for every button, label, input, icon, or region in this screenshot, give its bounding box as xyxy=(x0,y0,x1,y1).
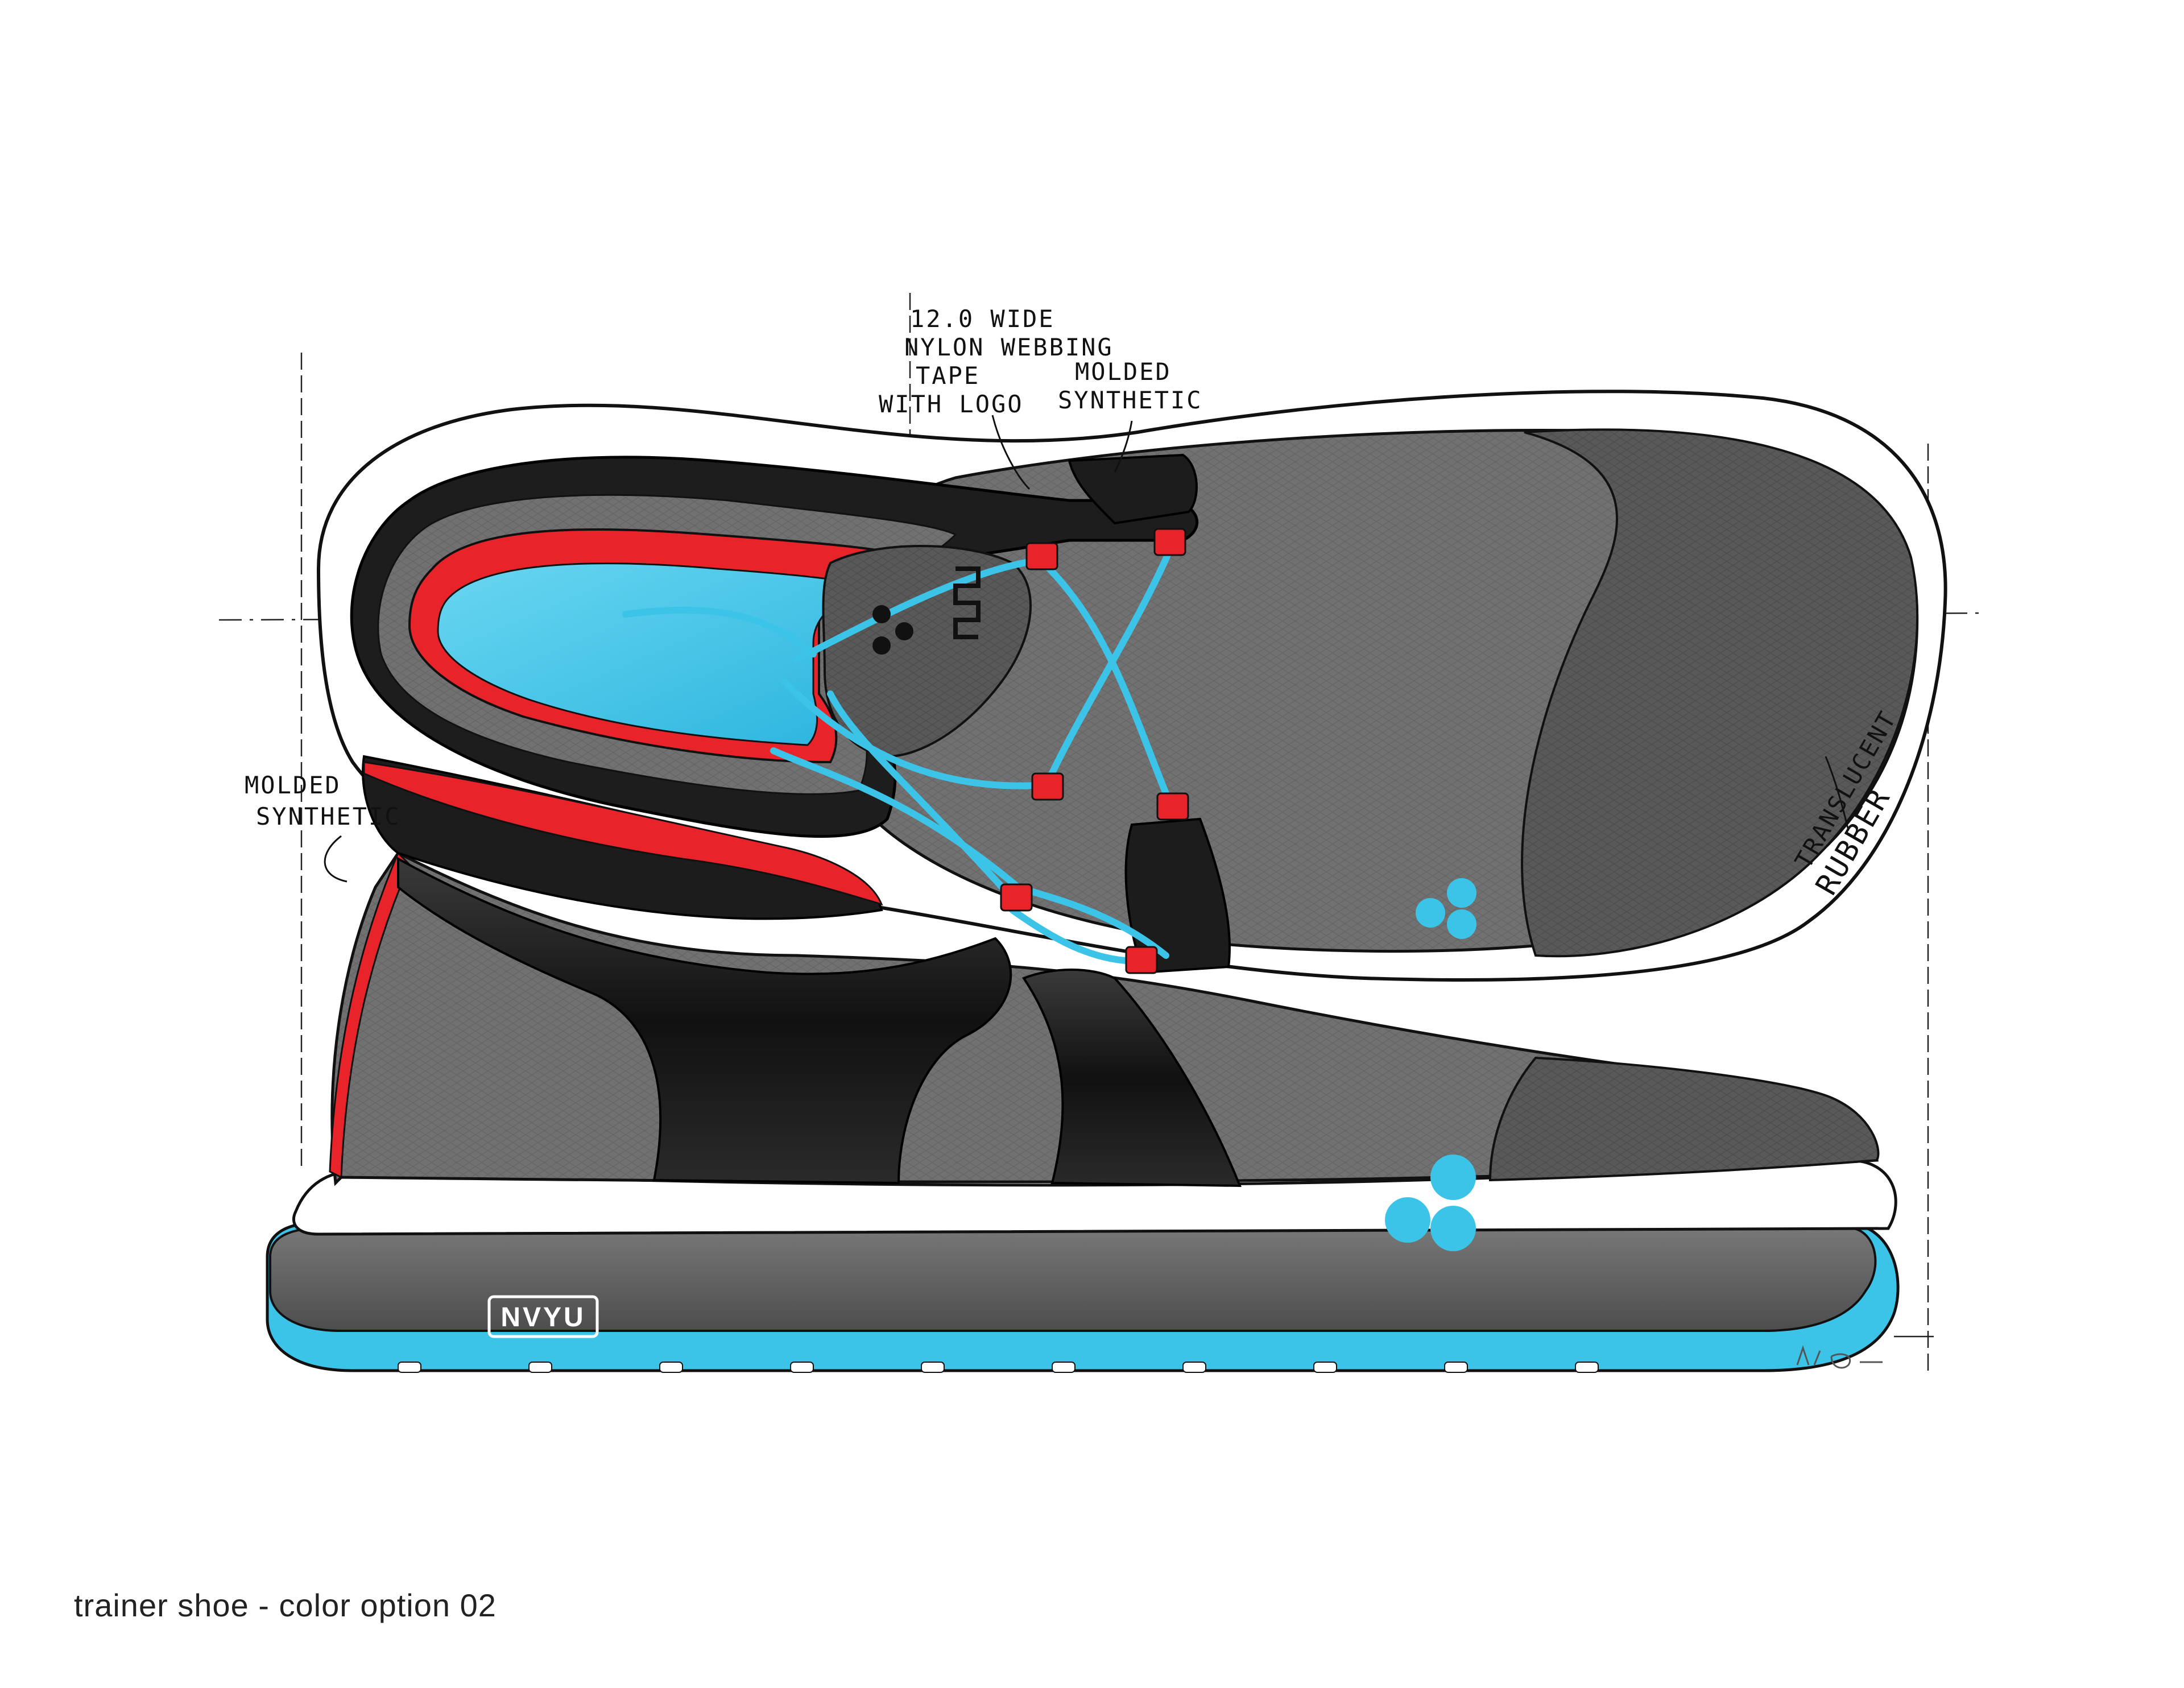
side-view-brand-box xyxy=(487,1295,599,1338)
side-view-molded-panel-front xyxy=(1021,969,1242,1188)
side-view-collar-lining xyxy=(363,761,883,906)
side-view-dot-logo xyxy=(1385,1155,1476,1251)
annotation-molded-left-line-2: SYNTHETIC xyxy=(256,802,401,830)
annotation-translucent-leader xyxy=(1825,756,1850,831)
caption: trainer shoe - color option 02 xyxy=(74,1587,497,1623)
annotation-molded-top-line-2: SYNTHETIC xyxy=(1058,386,1203,414)
annotation-webbing: 12.0 WIDE NYLON WEBBING TAPE WITH LOGO xyxy=(879,305,1114,490)
top-view-toe-cap xyxy=(1521,428,1919,958)
side-view-toe-cap xyxy=(1488,1056,1880,1182)
top-view-eyelets xyxy=(1025,528,1189,821)
annotation-molded-top-line-1: MOLDED xyxy=(1075,358,1172,386)
annotation-molded-left: MOLDED SYNTHETIC xyxy=(245,771,401,883)
top-view-laces xyxy=(622,543,1175,811)
side-view-shoe: NVYU xyxy=(266,690,1900,1373)
side-view-outsole-lugs xyxy=(398,1362,1599,1373)
side-view-molded-panel-rear xyxy=(397,857,1012,1185)
side-view-laces xyxy=(770,690,1169,965)
annotation-webbing-line-2: NYLON WEBBING xyxy=(904,333,1114,361)
designer-signature xyxy=(1796,1345,1883,1369)
top-view-footbed xyxy=(437,562,867,746)
top-view-lower-tab xyxy=(1124,817,1231,974)
annotation-molded-top: MOLDED SYNTHETIC xyxy=(1058,358,1203,473)
side-view-eyelets xyxy=(1000,883,1158,974)
top-view-dot-logo xyxy=(1416,878,1476,939)
top-view-tongue xyxy=(822,545,1032,758)
annotation-molded-left-line-1: MOLDED xyxy=(245,771,341,799)
side-view-brand-mark: NVYU xyxy=(500,1302,585,1333)
side-view-heel-stripe xyxy=(329,851,411,1179)
top-view-shoe xyxy=(316,390,1947,982)
top-view-molded-tab xyxy=(1068,453,1198,525)
annotation-webbing-line-3: TAPE xyxy=(916,362,980,390)
annotation-webbing-line-1: 12.0 WIDE xyxy=(910,305,1055,333)
annotation-webbing-line-4: WITH LOGO xyxy=(879,390,1024,418)
top-view-tongue-logo xyxy=(872,566,981,655)
